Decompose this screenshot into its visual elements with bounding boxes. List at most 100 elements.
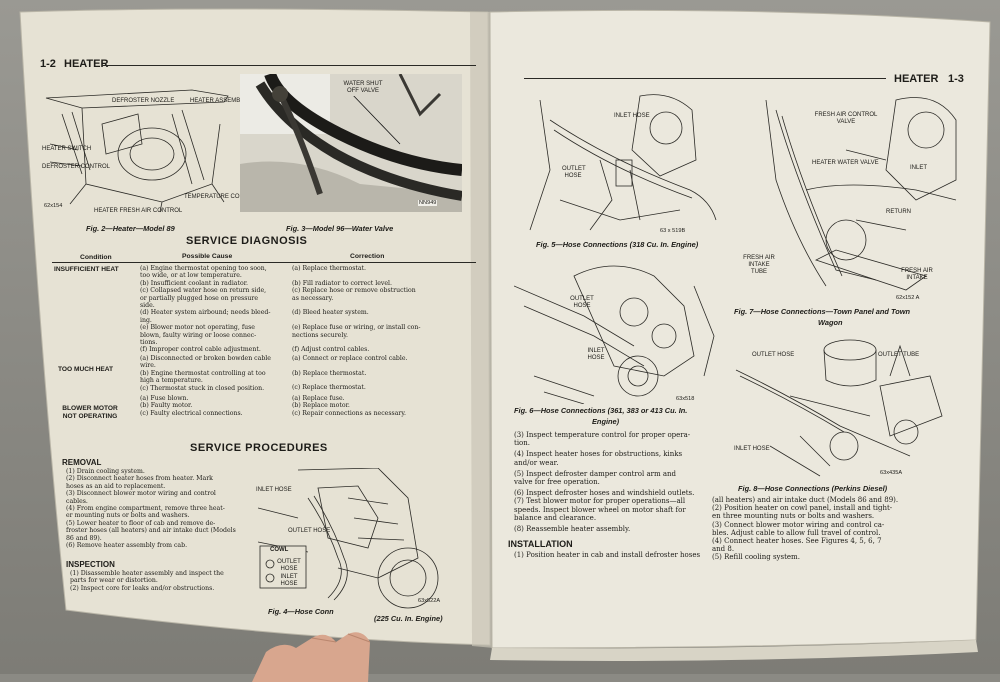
- removal-heading: REMOVAL: [62, 458, 102, 467]
- fig3-code: NN949: [418, 200, 438, 206]
- correction-line: (c) Replace hose or remove obstruction: [292, 287, 416, 295]
- hose-connection-drawing-diesel: [735, 339, 943, 477]
- fig7-label-fresh-air-intake: FRESH AIR INTAKE: [901, 268, 933, 281]
- cause-line: (a) Disconnected or broken bowden cable: [140, 354, 271, 362]
- hand: [252, 632, 371, 682]
- removal-line: (4) From engine compartment, remove thre…: [66, 505, 225, 513]
- fig6-caption-line2: Engine): [592, 417, 620, 426]
- fig2-label-temperature-control: TEMPERATURE CONTROL: [184, 194, 260, 200]
- header-rule-left: [102, 65, 476, 66]
- correction-line: nections securely.: [292, 331, 348, 339]
- page-number-right: 1-3: [948, 73, 964, 85]
- possible-causes-list: (a) Engine thermostat opening too soon, …: [140, 265, 271, 417]
- fig5-label-outlet-hose: OUTLET HOSE: [562, 166, 586, 179]
- fig3-label-water-valve: WATER SHUT OFF VALVE: [342, 80, 384, 96]
- cause-line: (c) Thermostat stuck in closed position.: [140, 384, 265, 392]
- step-line: and/or wear.: [514, 458, 559, 467]
- install-line: (5) Refill cooling system.: [712, 553, 800, 562]
- col-condition: Condition: [80, 254, 112, 261]
- page-number-left: 1-2: [40, 58, 56, 70]
- cause-line: wire.: [140, 362, 156, 370]
- removal-line: 86 and 89).: [66, 534, 102, 542]
- cause-line: side.: [140, 302, 155, 310]
- fig7-code: 62x152 A: [896, 295, 920, 301]
- installation-steps-continued: (all heaters) and air intake duct (Model…: [712, 496, 898, 562]
- correction-line: (b) Fill radiator to correct level.: [292, 279, 392, 287]
- install-line: (4) Connect heater hoses. See Figures 4,…: [712, 537, 882, 546]
- fig5-code: 63 x 519B: [660, 228, 686, 234]
- fig2-label-heater-assembly: HEATER ASSEMBLY: [190, 98, 248, 104]
- cause-line: (f) Improper control cable adjustment.: [140, 346, 261, 354]
- step-line: tion.: [514, 439, 530, 448]
- removal-line: (1) Drain cooling system.: [66, 468, 145, 475]
- corrections-list: (a) Replace thermostat. (b) Fill radiato…: [292, 265, 420, 417]
- hose-connection-drawing-318: [529, 94, 717, 231]
- correction-line: (b) Replace motor.: [292, 402, 350, 410]
- cause-line: (d) Heater system airbound; needs bleed-: [140, 309, 271, 317]
- fig7-caption-line1: Fig. 7—Hose Connections—Town Panel and T…: [734, 307, 911, 316]
- cause-line: ing.: [140, 316, 152, 324]
- cause-line: (a) Fuse blown.: [140, 394, 189, 402]
- inspection-line: (2) Inspect core for leaks and/or obstru…: [70, 584, 215, 592]
- install-line: (2) Position heater on cowl panel, insta…: [712, 504, 893, 513]
- removal-line: (2) Disconnect heater hoses from heater.…: [66, 475, 213, 483]
- installation-step-1: (1) Position heater in cab and install d…: [514, 551, 701, 559]
- install-line: (all heaters) and air intake duct (Model…: [712, 496, 899, 504]
- header-rule-right: [524, 78, 886, 79]
- hose-connection-drawing-225: [258, 468, 439, 609]
- correction-line: (d) Bleed heater system.: [292, 309, 369, 317]
- installation-heading: INSTALLATION: [508, 539, 573, 549]
- fig4-label-cowl-outlet: OUTLET HOSE: [277, 559, 301, 572]
- removal-line: cables.: [66, 497, 88, 505]
- fig8-caption: Fig. 8—Hose Connections (Perkins Diesel): [738, 484, 888, 493]
- inspection-line: parts for wear or distortion.: [70, 577, 158, 585]
- fig6-code: 63x518: [676, 396, 695, 402]
- step-line: (8) Reassemble heater assembly.: [514, 525, 631, 534]
- fig4-label-cowl-inlet: INLET HOSE: [280, 574, 298, 587]
- fig5-label-inlet-hose: INLET HOSE: [614, 113, 650, 119]
- install-line: (3) Connect blower motor wiring and cont…: [712, 520, 885, 529]
- step-line: (6) Inspect defroster hoses and windshie…: [514, 489, 695, 498]
- correction-line: (f) Adjust control cables.: [292, 346, 370, 354]
- cause-line: high a temperature.: [140, 377, 203, 385]
- heater-diagram: [45, 89, 229, 213]
- correction-line: (a) Replace thermostat.: [292, 265, 367, 272]
- inspection-line: (1) Disassemble heater assembly and insp…: [70, 570, 224, 577]
- fig6-caption-line1: Fig. 6—Hose Connections (361, 383 or 413…: [514, 406, 688, 415]
- correction-line: (b) Replace thermostat.: [292, 369, 367, 377]
- removal-line: (3) Disconnect blower motor wiring and c…: [66, 490, 216, 498]
- fig7-label-inlet: INLET: [910, 165, 928, 171]
- cause-line: (e) Blower motor not operating, fuse: [140, 324, 255, 332]
- inspection-steps-continued: (3) Inspect temperature control for prop…: [514, 431, 694, 533]
- removal-line: (6) Remove heater assembly from cab.: [66, 542, 188, 550]
- fig6-label-inlet-hose: INLET HOSE: [587, 348, 605, 361]
- fig4-caption-tail: (225 Cu. In. Engine): [374, 614, 443, 623]
- fig3-caption: Fig. 3—Model 96—Water Valve: [286, 224, 394, 233]
- col-correction: Correction: [350, 253, 385, 260]
- fig8-label-inlet-hose: INLET HOSE: [734, 446, 770, 452]
- fig4-caption: Fig. 4—Hose Conn: [268, 607, 334, 616]
- inspection-steps: (1) Disassemble heater assembly and insp…: [70, 570, 224, 592]
- removal-line: froster hoses (all heaters) and air inta…: [66, 527, 236, 535]
- install-line: en three mounting nuts or bolts and wash…: [712, 512, 875, 521]
- header-title-left: HEATER: [64, 58, 109, 70]
- cause-line: or partially plugged hose on pressure: [140, 294, 258, 302]
- water-valve-photo: [240, 74, 462, 212]
- hose-connection-drawing-town-panel: [765, 97, 957, 291]
- fig7-label-intake-tube: FRESH AIR INTAKE TUBE: [743, 255, 775, 275]
- cause-line: (c) Collapsed water hose on return side,: [140, 287, 267, 295]
- correction-line: (c) Replace thermostat.: [292, 384, 366, 392]
- fig2-caption: Fig. 2—Heater—Model 89: [86, 224, 175, 233]
- fig8-label-outlet-tube: OUTLET TUBE: [878, 352, 920, 358]
- condition-too-much-heat: TOO MUCH HEAT: [58, 366, 114, 373]
- fig8-label-outlet-hose: OUTLET HOSE: [752, 352, 795, 358]
- service-procedures-title: SERVICE PROCEDURES: [190, 442, 328, 454]
- fig8-code: 63x435A: [880, 470, 903, 476]
- col-possible-cause: Possible Cause: [182, 253, 233, 260]
- step-line: balance and clearance.: [514, 513, 597, 522]
- step-line: (7) Test blower motor for proper operati…: [514, 497, 686, 506]
- fig5-caption: Fig. 5—Hose Connections (318 Cu. In. Eng…: [536, 240, 699, 249]
- condition-insufficient-heat: INSUFFICIENT HEAT: [54, 266, 119, 273]
- removal-line: (5) Lower heater to floor of cab and rem…: [66, 519, 216, 527]
- step-line: speeds. Inspect blower wheel on motor sh…: [514, 505, 686, 514]
